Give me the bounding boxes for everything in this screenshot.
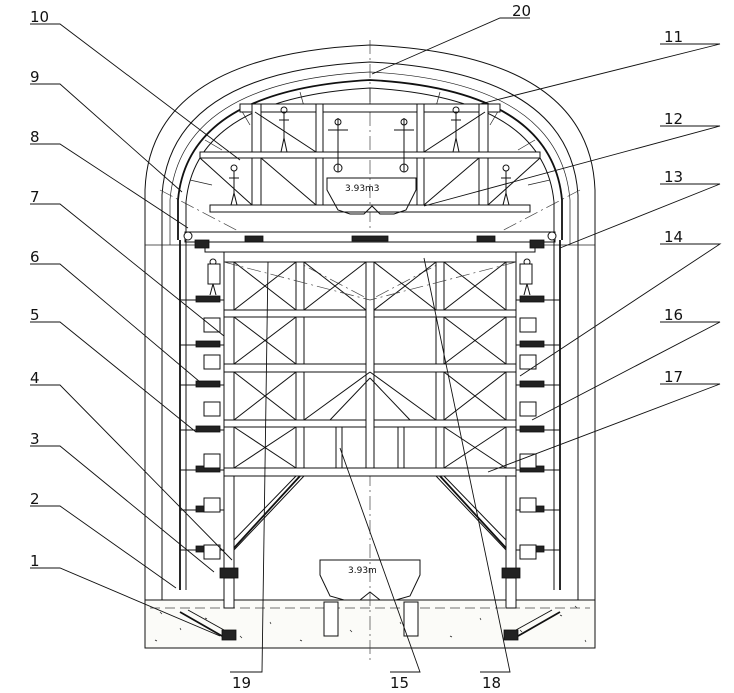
upper-hopper: 3.93m3: [326, 177, 417, 215]
leader-lines: [30, 17, 722, 673]
worker-right-mid: [501, 164, 511, 206]
lower-hopper-volume-label: 3.93m: [348, 566, 377, 576]
callout-14: 14: [664, 228, 683, 246]
main-frame: [223, 251, 517, 573]
callout-20: 20: [512, 2, 531, 20]
callout-2: 2: [30, 490, 40, 508]
callout-4: 4: [30, 369, 40, 387]
callout-17: 17: [664, 368, 683, 386]
concrete-distributors: [328, 118, 414, 173]
side-formwork-left: [179, 240, 224, 590]
callout-labels: 1 2 3 4 5 6 7 8 9 10 11 12 13 14 15 16 1…: [30, 2, 683, 692]
callout-3: 3: [30, 430, 40, 448]
worker-left-mid: [229, 164, 239, 206]
callout-10: 10: [30, 8, 49, 26]
callout-1: 1: [30, 552, 40, 570]
callout-15: 15: [390, 674, 409, 692]
left-main-column: [223, 251, 235, 573]
centre-lines: [159, 40, 581, 660]
callout-9: 9: [30, 68, 40, 86]
callout-11: 11: [664, 28, 683, 46]
base-supports: [179, 567, 561, 641]
worker-right-top: [451, 106, 461, 153]
callout-19: 19: [232, 674, 251, 692]
lower-hopper: 3.93m: [319, 559, 421, 601]
upper-hopper-volume-label: 3.93m3: [345, 184, 380, 194]
callout-12: 12: [664, 110, 683, 128]
callout-5: 5: [30, 306, 40, 324]
callout-18: 18: [482, 674, 501, 692]
callout-7: 7: [30, 188, 40, 206]
callout-16: 16: [664, 306, 683, 324]
callout-8: 8: [30, 128, 40, 146]
side-formwork-right: [516, 240, 561, 590]
callout-6: 6: [30, 248, 40, 266]
worker-left-top: [279, 106, 289, 153]
right-main-column: [505, 251, 517, 573]
callout-13: 13: [664, 168, 683, 186]
